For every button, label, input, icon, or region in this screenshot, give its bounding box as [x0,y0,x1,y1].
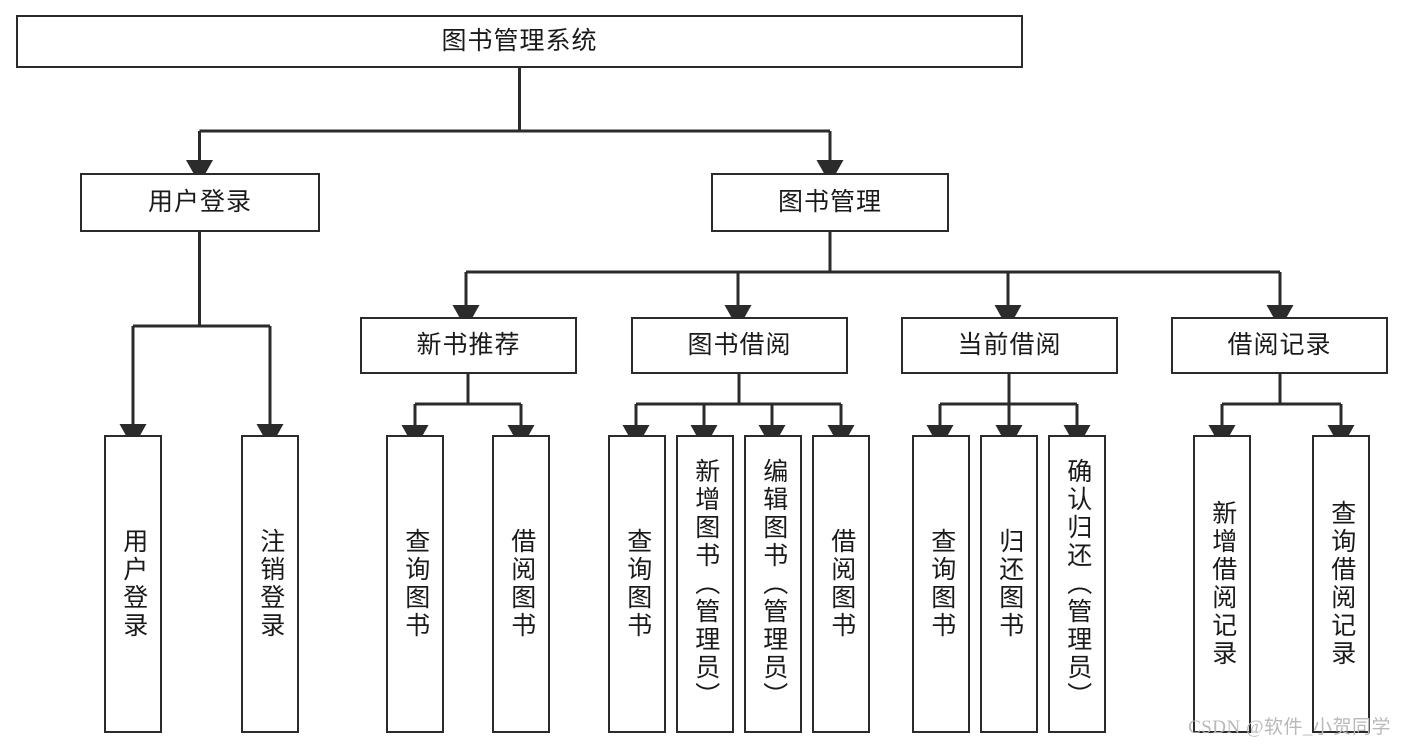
node-label: 确认归还（管理员） [1063,458,1092,710]
leaf-user-login[interactable]: 用户登录 [104,435,162,733]
node-label: 归还图书 [995,528,1024,640]
node-user-login[interactable]: 用户登录 [80,173,320,232]
leaf-add-book-admin[interactable]: 新增图书（管理员） [676,435,734,733]
node-label: 编辑图书（管理员） [759,458,788,710]
leaf-borrow-books-borrowing[interactable]: 借阅图书 [812,435,870,733]
node-book-borrowing[interactable]: 图书借阅 [631,317,848,374]
node-label: 图书借阅 [687,330,792,359]
node-label: 查询图书 [623,528,652,640]
leaf-edit-book-admin[interactable]: 编辑图书（管理员） [744,435,802,733]
node-label: 图书管理 [777,187,882,216]
node-label: 新增图书（管理员） [691,458,720,710]
leaf-logout[interactable]: 注销登录 [241,435,299,733]
node-label: 新增借阅记录 [1208,500,1237,668]
node-label: 查询图书 [401,528,430,640]
node-book-management[interactable]: 图书管理 [711,173,949,232]
node-label: 用户登录 [147,187,252,216]
leaf-return-books[interactable]: 归还图书 [980,435,1038,733]
node-label: 借阅图书 [827,528,856,640]
node-new-book-recommendation[interactable]: 新书推荐 [360,317,577,374]
node-label: 注销登录 [256,528,285,640]
watermark: CSDN @软件_小贺同学 [1188,717,1391,738]
leaf-borrow-books-recommendation[interactable]: 借阅图书 [492,435,550,733]
node-label: 查询借阅记录 [1327,500,1356,668]
leaf-confirm-return-admin[interactable]: 确认归还（管理员） [1048,435,1106,733]
leaf-query-books-recommendation[interactable]: 查询图书 [386,435,444,733]
node-label: 借阅图书 [507,528,536,640]
node-label: 借阅记录 [1227,330,1332,359]
node-label: 查询图书 [927,528,956,640]
leaf-query-books-borrowing[interactable]: 查询图书 [608,435,666,733]
node-label: 用户登录 [119,528,148,640]
node-current-borrowing[interactable]: 当前借阅 [901,317,1118,374]
node-label: 新书推荐 [416,330,521,359]
leaf-query-borrow-record[interactable]: 查询借阅记录 [1312,435,1370,733]
node-book-management-system[interactable]: 图书管理系统 [16,15,1023,68]
node-label: 图书管理系统 [441,26,598,55]
leaf-add-borrow-record[interactable]: 新增借阅记录 [1193,435,1251,733]
node-borrowing-records[interactable]: 借阅记录 [1171,317,1388,374]
node-label: 当前借阅 [957,330,1062,359]
leaf-query-books-current[interactable]: 查询图书 [912,435,970,733]
